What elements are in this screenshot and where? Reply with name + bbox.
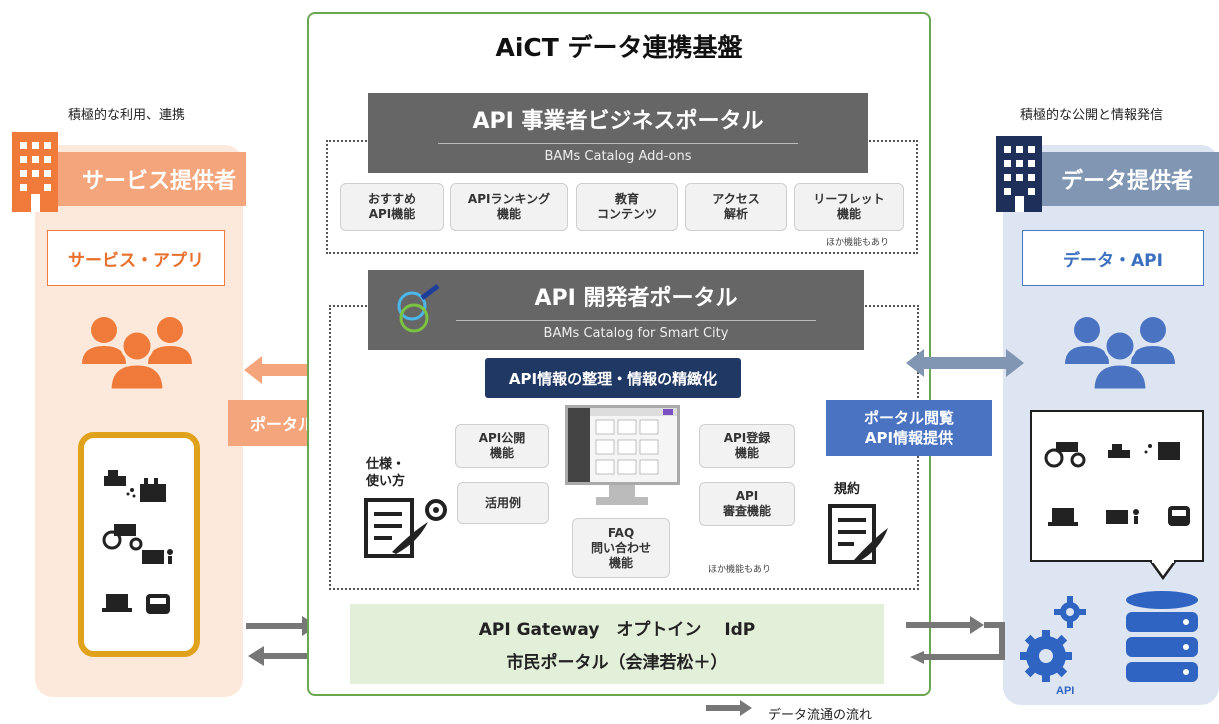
terms-label: 規約 — [834, 482, 861, 497]
hospital-icon — [142, 550, 164, 564]
business-portal-title: API 事業者ビジネスポータル — [472, 108, 764, 134]
data-source-icons — [1044, 442, 1190, 526]
developer-note: ほか機能もあり — [708, 565, 772, 575]
register-icon — [1108, 450, 1130, 458]
smartphone-frame — [78, 432, 200, 657]
register-icon — [104, 476, 126, 486]
feature-usecase: 活用例 — [457, 482, 549, 524]
left-caption: 積極的な利用、連携 — [68, 108, 186, 123]
left-bidirectional-arrow — [244, 356, 346, 384]
terms-document-icon — [828, 504, 888, 564]
service-icons — [102, 470, 173, 614]
hospital-icon — [1106, 510, 1128, 524]
portal-screen-thumbnail — [568, 408, 677, 482]
atm-icon — [1052, 508, 1074, 526]
right-dataflow-arrows — [906, 616, 1005, 664]
building-icon — [12, 132, 58, 212]
legend-arrow — [706, 700, 752, 716]
data-provider-header: データ提供者 — [1035, 152, 1219, 206]
gateway-line2: 市民ポータル（会津若松＋） — [506, 653, 728, 673]
feature-access-analysis: アクセス解析 — [685, 183, 787, 231]
business-portal-subtitle: BAMs Catalog Add-ons — [544, 148, 692, 164]
service-app-box: サービス・アプリ — [47, 230, 225, 286]
service-provider-header: サービス提供者 — [58, 152, 246, 206]
building-icon — [996, 136, 1042, 212]
developer-portal-title: API 開発者ポータル — [534, 285, 738, 311]
gateway-line1: API Gateway オプトイン IdP — [478, 620, 756, 640]
legend-label: データ流通の流れ — [768, 708, 873, 723]
bubble-tail — [1150, 560, 1176, 580]
right-caption: 積極的な公開と情報発信 — [1020, 108, 1164, 123]
spec-document-icon — [364, 498, 447, 558]
tractor-icon — [1044, 448, 1064, 468]
factory-icon — [1158, 442, 1180, 460]
gear-icon: API — [1020, 596, 1086, 697]
left-dataflow-arrows — [246, 616, 320, 666]
data-api-box: データ・API — [1022, 230, 1204, 286]
api-gear-label: API — [1056, 685, 1074, 697]
divider — [456, 319, 816, 321]
database-icon — [1126, 591, 1198, 682]
right-bidirectional-arrow — [906, 349, 1024, 377]
feature-api-ranking: APIランキング機能 — [450, 183, 568, 231]
divider — [438, 142, 798, 144]
page-title: AiCT データ連携基盤 — [495, 33, 743, 62]
magnifier-logo-icon — [397, 284, 440, 333]
developer-portal-header: API 開発者ポータル BAMs Catalog for Smart City — [368, 270, 864, 350]
monitor-icon — [565, 405, 680, 485]
feature-api-publish: API公開機能 — [455, 424, 549, 468]
monitor-stand — [609, 485, 635, 497]
data-source-bubble — [1030, 410, 1204, 562]
monitor-base — [596, 497, 648, 505]
business-note: ほか機能もあり — [826, 238, 890, 248]
feature-api-register: API登録機能 — [699, 424, 795, 468]
gateway-box: API Gateway オプトイン IdP 市民ポータル（会津若松＋） — [350, 604, 884, 684]
developer-portal-subtitle: BAMs Catalog for Smart City — [543, 325, 729, 341]
feature-leaflet: リーフレット機能 — [794, 183, 904, 231]
business-portal-header: API 事業者ビジネスポータル BAMs Catalog Add-ons — [368, 93, 868, 173]
tractor-icon — [102, 530, 122, 550]
feature-education: 教育コンテンツ — [576, 183, 678, 231]
refine-info-banner: API情報の整理・情報の精緻化 — [485, 358, 741, 398]
factory-icon — [140, 484, 166, 502]
right-portal-view-label: ポータル閲覧 API情報提供 — [826, 400, 992, 456]
users-icon — [82, 317, 192, 392]
users-icon — [1065, 317, 1175, 392]
spec-label: 仕様・ 使い方 — [366, 457, 406, 489]
atm-icon — [106, 594, 128, 612]
